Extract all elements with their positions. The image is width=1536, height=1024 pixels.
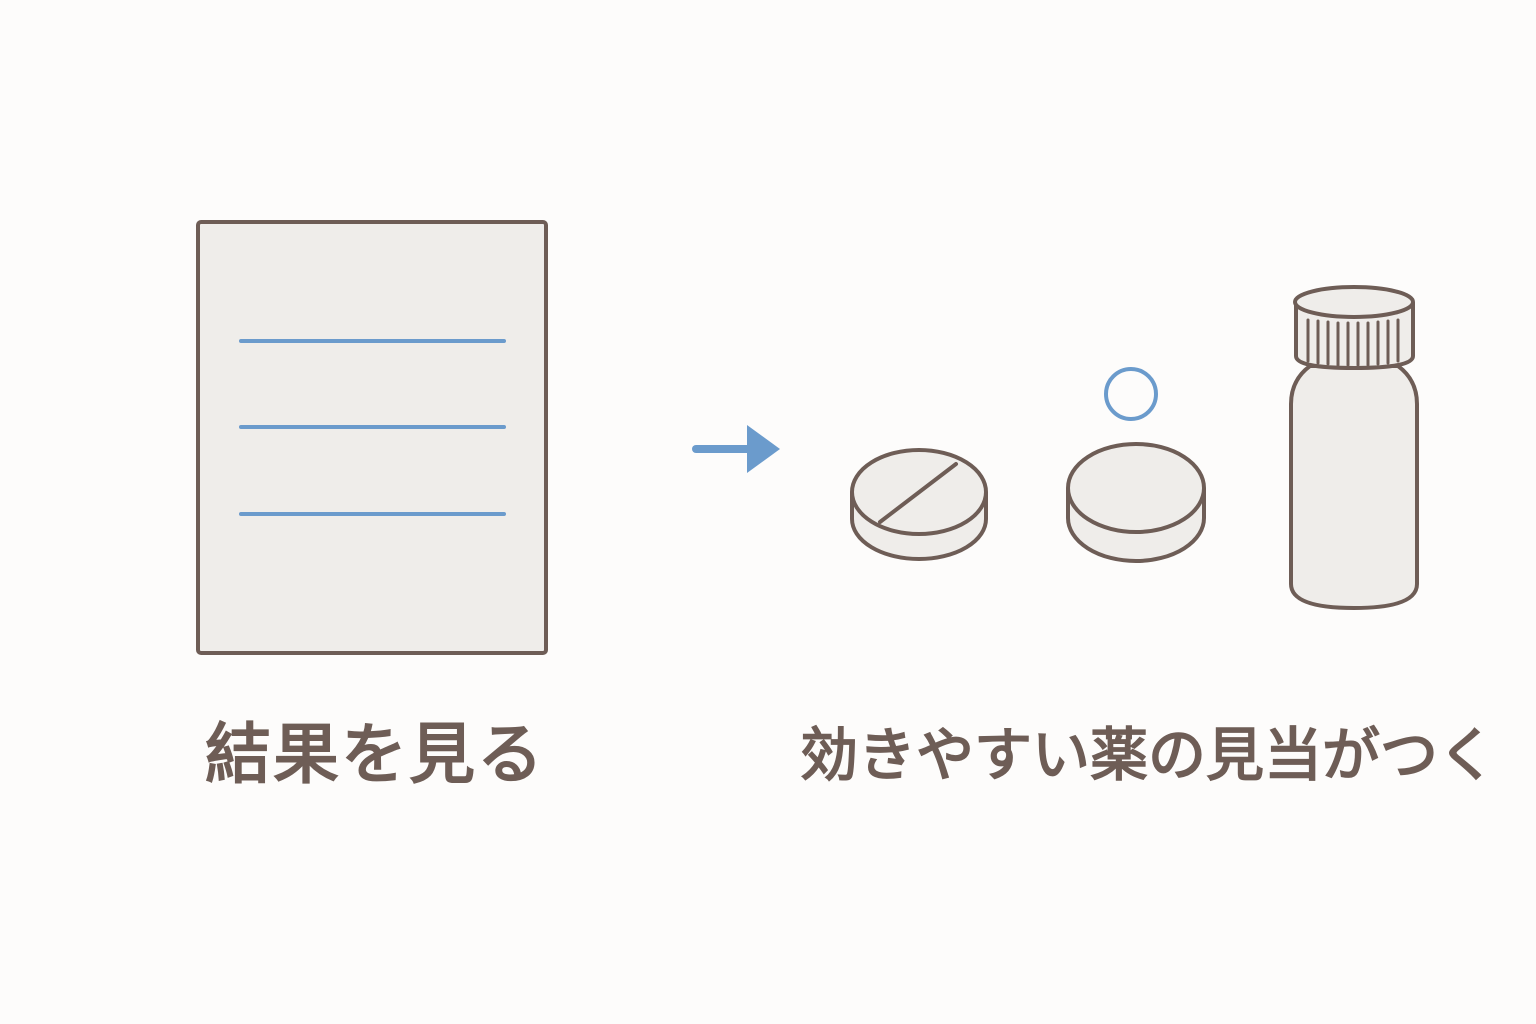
tablet-top xyxy=(1066,442,1206,534)
document-icon xyxy=(196,220,548,655)
arrow-head xyxy=(747,425,780,473)
bottle-cap-side xyxy=(1294,302,1415,370)
arrow-right-icon xyxy=(692,425,780,473)
document-sheet xyxy=(196,220,548,655)
bottle-cap-top xyxy=(1293,285,1415,319)
step-caption-view-results: 結果を見る xyxy=(205,716,545,793)
circle-marker-icon xyxy=(1104,367,1158,421)
step-caption-effective-medicine: 効きやすい薬の見当がつく xyxy=(800,721,1497,789)
plain-tablet-icon xyxy=(1066,442,1206,563)
bottle-cap-ridges xyxy=(1306,318,1400,367)
tablet-score-line xyxy=(878,462,958,524)
scored-tablet-icon xyxy=(850,448,988,561)
medicine-bottle-icon xyxy=(1289,285,1419,610)
bottle-body xyxy=(1289,364,1419,610)
